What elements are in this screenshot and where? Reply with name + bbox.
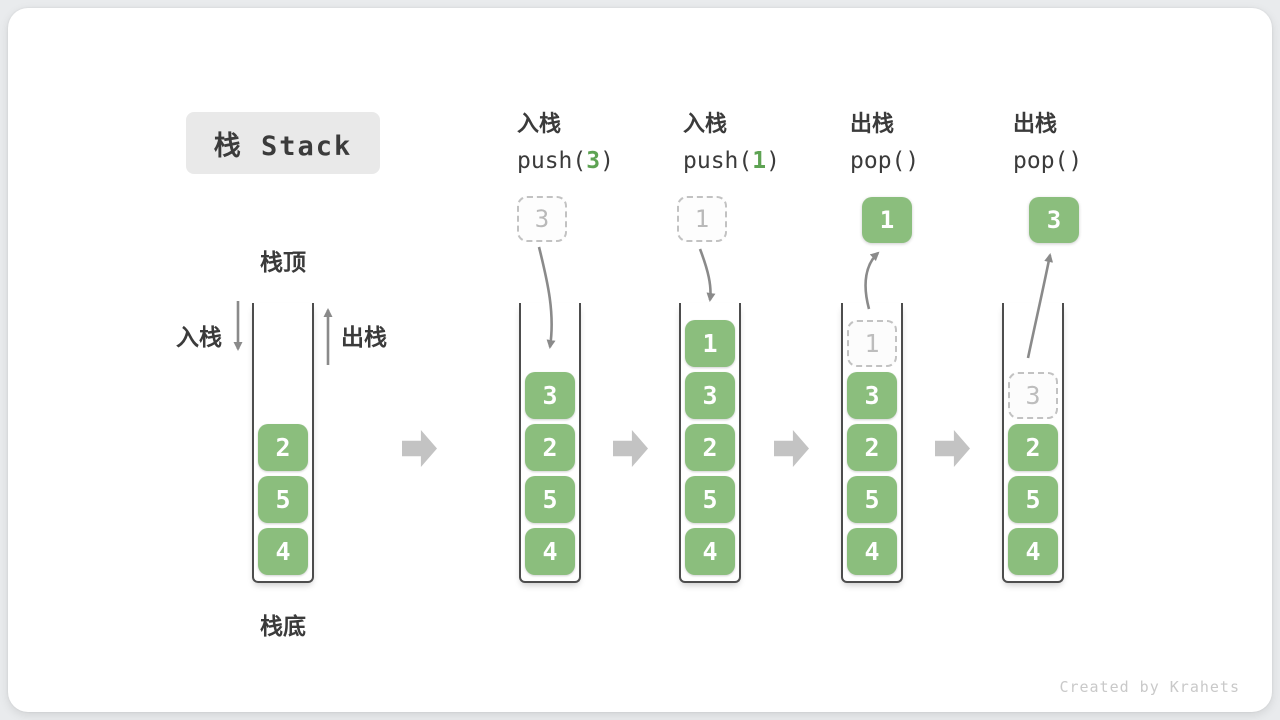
stack-item: 1 — [685, 320, 735, 367]
watermark: Created by Krahets — [1059, 678, 1240, 696]
stack-container-after-push-3: 3 2 5 4 — [519, 303, 581, 583]
stack-item: 2 — [258, 424, 308, 471]
stack-item: 2 — [847, 424, 897, 471]
stack-item: 5 — [525, 476, 575, 523]
operation-code: push(3) — [517, 148, 614, 174]
stack-item: 2 — [525, 424, 575, 471]
stack-item: 4 — [1008, 528, 1058, 575]
stack-item: 4 — [258, 528, 308, 575]
operation-cn: 入栈 — [683, 112, 728, 137]
pop-direction-label: 出栈 — [341, 325, 387, 351]
operation-code: pop() — [850, 148, 920, 174]
operation-code: push(1) — [683, 148, 780, 174]
page-title: 栈 Stack — [213, 130, 353, 162]
operation-label-push-3: 入栈 push(3) — [517, 106, 614, 174]
stack-item: 2 — [685, 424, 735, 471]
stack-item: 3 — [525, 372, 575, 419]
operation-label-push-1: 入栈 push(1) — [683, 106, 780, 174]
stack-item-ghost: 1 — [847, 320, 897, 367]
stack-item: 4 — [525, 528, 575, 575]
title-box: 栈 Stack — [186, 112, 380, 174]
stack-top-label: 栈顶 — [260, 250, 306, 276]
stack-item: 5 — [847, 476, 897, 523]
operation-label-pop-2: 出栈 pop() — [1013, 106, 1082, 174]
operation-label-pop-1: 出栈 pop() — [850, 106, 919, 174]
operation-code: pop() — [1013, 148, 1083, 174]
stack-item: 5 — [258, 476, 308, 523]
stack-item: 4 — [685, 528, 735, 575]
incoming-element-box: 1 — [677, 196, 727, 242]
popped-element-box: 1 — [862, 197, 912, 243]
stack-container-after-push-1: 1 3 2 5 4 — [679, 303, 741, 583]
operation-cn: 入栈 — [517, 112, 562, 137]
stack-item: 4 — [847, 528, 897, 575]
stack-item: 3 — [685, 372, 735, 419]
stack-item: 3 — [847, 372, 897, 419]
stack-bottom-label: 栈底 — [260, 614, 306, 640]
stack-item-ghost: 3 — [1008, 372, 1058, 419]
stack-container-initial: 2 5 4 — [252, 303, 314, 583]
stack-item: 5 — [1008, 476, 1058, 523]
incoming-element-box: 3 — [517, 196, 567, 242]
stack-container-after-pop-1: 1 3 2 5 4 — [841, 303, 903, 583]
stack-container-after-pop-2: 3 2 5 4 — [1002, 303, 1064, 583]
stack-item: 2 — [1008, 424, 1058, 471]
stack-item: 5 — [685, 476, 735, 523]
push-arg: 1 — [752, 148, 767, 174]
push-arg: 3 — [586, 148, 601, 174]
operation-cn: 出栈 — [1013, 112, 1058, 137]
popped-element-box: 3 — [1029, 197, 1079, 243]
push-direction-label: 入栈 — [176, 325, 222, 351]
operation-cn: 出栈 — [850, 112, 895, 137]
